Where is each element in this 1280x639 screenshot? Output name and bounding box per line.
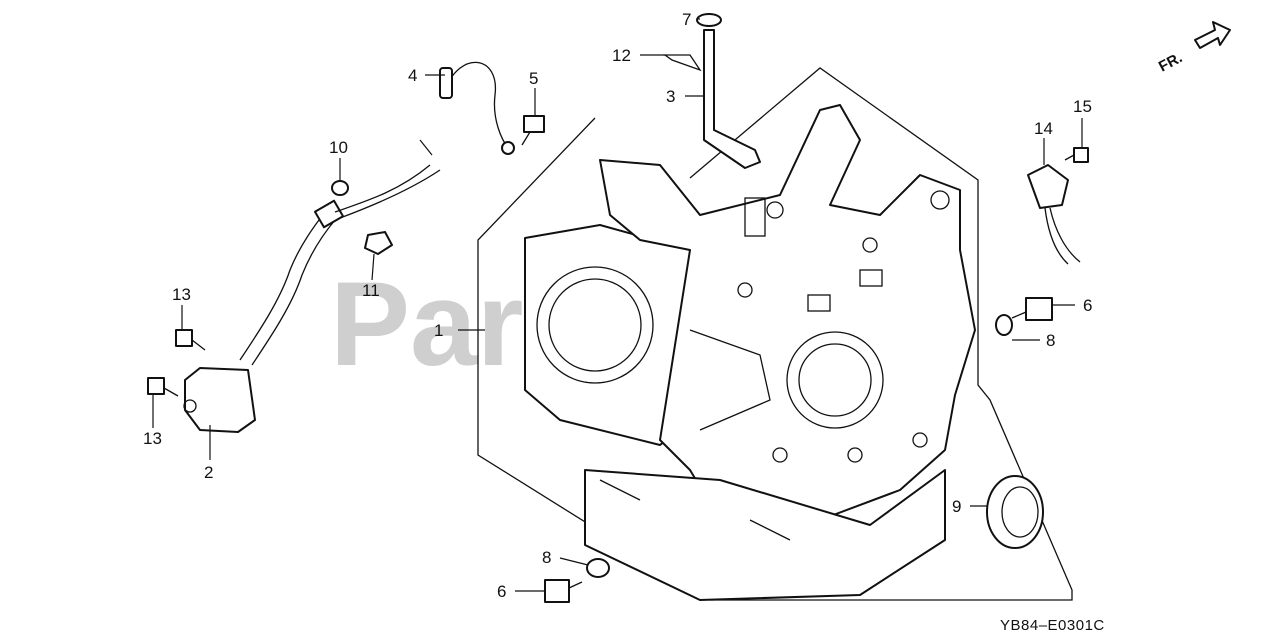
screw-15 <box>1064 147 1089 163</box>
breather-tube <box>703 29 761 169</box>
callout-6-lower: 6 <box>497 582 506 601</box>
crankcase-assembly <box>524 104 976 601</box>
bolt-6-lower <box>544 579 583 603</box>
callout-labels: 1 2 3 4 5 6 6 7 8 8 9 10 11 12 13 13 14 … <box>143 10 1092 601</box>
callout-8-lower: 8 <box>542 548 551 567</box>
front-arrow-label: FR. <box>1156 49 1185 75</box>
front-direction-arrow: FR. <box>1156 21 1231 76</box>
drawing-code: YB84–E0301C <box>1000 617 1105 634</box>
callout-7: 7 <box>682 10 691 29</box>
leader-lines <box>152 18 1083 592</box>
callout-1: 1 <box>434 321 443 340</box>
oil-alert-switch <box>183 199 345 433</box>
nut-11 <box>364 231 393 255</box>
callout-9: 9 <box>952 497 961 516</box>
clip-12 <box>662 54 702 72</box>
bolt-13-lower <box>147 377 179 397</box>
oil-seal-9 <box>986 475 1044 549</box>
callout-2: 2 <box>204 463 213 482</box>
ground-wire <box>439 61 515 155</box>
callout-3: 3 <box>666 87 675 106</box>
bolt-5 <box>521 115 545 146</box>
callout-6-right: 6 <box>1083 296 1092 315</box>
washer-10 <box>331 180 349 196</box>
bolt-13-upper <box>175 329 206 351</box>
washer-8-lower <box>586 558 610 578</box>
sensor-14 <box>1027 164 1081 265</box>
washer-7 <box>696 13 722 27</box>
callout-5: 5 <box>529 69 538 88</box>
callout-14: 14 <box>1034 119 1053 138</box>
callout-15: 15 <box>1073 97 1092 116</box>
callout-13-upper: 13 <box>172 285 191 304</box>
assembly-outline <box>477 67 1073 601</box>
callout-12: 12 <box>612 46 631 65</box>
wire-harness <box>334 139 441 219</box>
callout-13-lower: 13 <box>143 429 162 448</box>
callout-11: 11 <box>362 281 380 300</box>
washer-8-right <box>995 314 1013 336</box>
callout-10: 10 <box>329 138 348 157</box>
bolt-6-right <box>1011 297 1053 321</box>
callout-4: 4 <box>408 66 417 85</box>
callout-8-right: 8 <box>1046 331 1055 350</box>
